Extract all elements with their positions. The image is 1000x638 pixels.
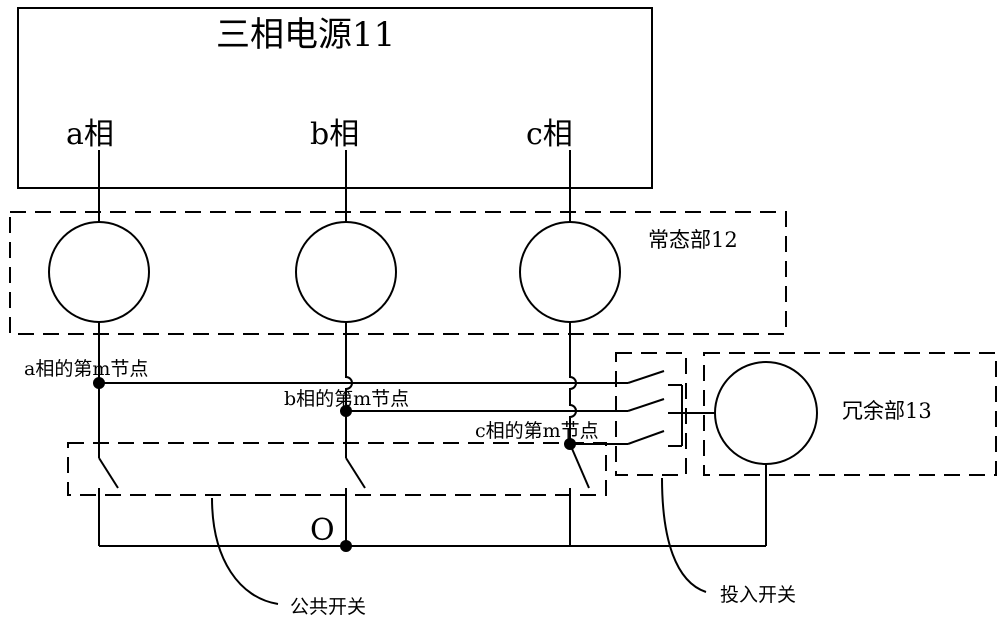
phase-c-node-label: c相的第m节点 <box>475 420 599 442</box>
phase-c-lower-wire <box>569 322 577 444</box>
redundant-section-label: 冗余部13 <box>842 399 932 423</box>
common-switch-label: 公共开关 <box>290 596 366 618</box>
input-switch-label: 投入开关 <box>720 584 796 606</box>
neutral-node <box>340 540 352 552</box>
common-switch-c <box>569 443 590 489</box>
phase-a-node-label: a相的第m节点 <box>24 358 148 380</box>
phase-b-label: b相 <box>310 117 359 152</box>
power-source-box <box>17 7 653 189</box>
phase-b-winding <box>295 221 397 323</box>
common-switch-callout <box>211 497 279 605</box>
common-switch-b <box>345 457 366 489</box>
input-switch-b <box>627 398 665 412</box>
phase-b-node-label: b相的第m节点 <box>284 388 409 410</box>
phase-c-winding <box>519 221 621 323</box>
power-source-title: 三相电源11 <box>216 15 395 55</box>
redundant-winding <box>714 361 818 465</box>
common-switch-box <box>67 442 607 496</box>
phase-a-label: a相 <box>66 117 114 152</box>
input-switch-a <box>627 370 665 384</box>
redundant-section-box <box>703 352 997 476</box>
input-switch-callout <box>661 477 707 593</box>
normal-section-box <box>9 211 787 335</box>
neutral-label: O <box>310 513 335 548</box>
phase-a-winding <box>48 221 150 323</box>
phase-c-label: c相 <box>526 117 573 152</box>
common-switch-a <box>98 457 119 489</box>
input-switch-c <box>627 430 665 445</box>
normal-section-label: 常态部12 <box>648 228 738 252</box>
